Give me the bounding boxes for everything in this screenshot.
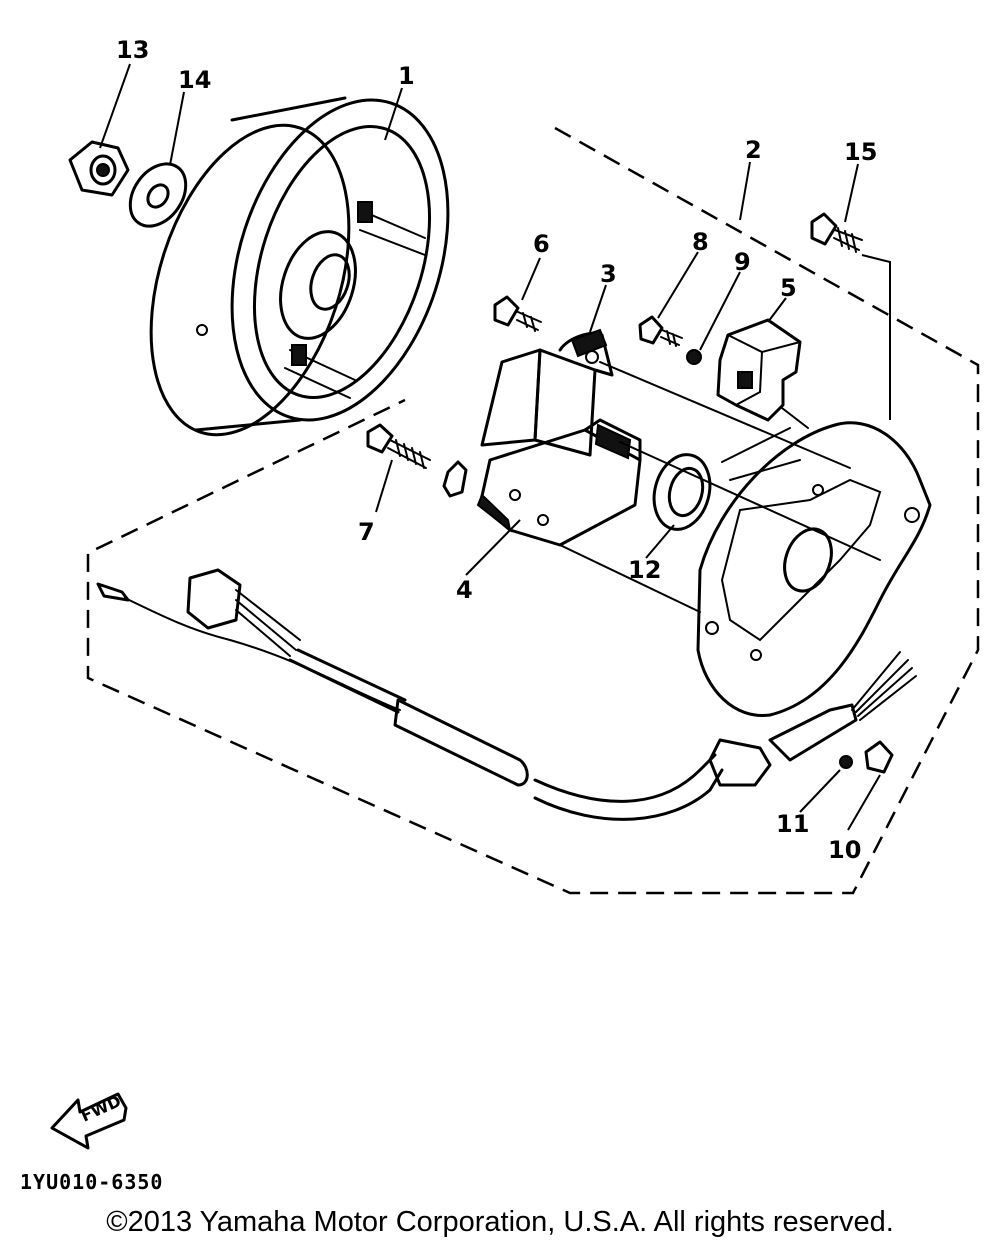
stator-base-plate (696, 421, 932, 718)
callout-3: 3 (600, 260, 617, 288)
clip (442, 460, 468, 498)
oil-seal (652, 453, 712, 531)
callout-5: 5 (780, 274, 797, 302)
callout-6: 6 (533, 230, 550, 258)
callout-15: 15 (844, 138, 877, 166)
wire-harness (96, 568, 917, 821)
screw-7 (366, 423, 431, 469)
callout-9: 9 (734, 248, 751, 276)
callout-8: 8 (692, 228, 709, 256)
leader-lines (99, 63, 891, 831)
washer (128, 162, 188, 228)
screw-6 (493, 295, 542, 332)
lock-washer-9 (686, 349, 702, 365)
callout-1: 1 (398, 62, 415, 90)
lighting-coil (476, 418, 642, 547)
nut (68, 140, 130, 197)
screw-10 (864, 740, 894, 774)
callout-14: 14 (178, 66, 211, 94)
screw-15 (810, 212, 863, 253)
callout-labels: 1 2 3 4 5 6 7 8 9 10 11 12 13 14 15 (116, 36, 877, 864)
reference-code: 1YU010-6350 (20, 1170, 164, 1194)
pulser-coil (716, 318, 802, 422)
callout-4: 4 (456, 576, 473, 604)
charge-coil (480, 328, 614, 457)
copyright-notice: ©2013 Yamaha Motor Corporation, U.S.A. A… (106, 1206, 894, 1238)
callout-2: 2 (745, 136, 762, 164)
callout-10: 10 (828, 836, 861, 864)
fwd-arrow-icon: FWD (50, 1091, 128, 1150)
screw-8 (638, 315, 683, 347)
lock-washer-11 (839, 755, 853, 769)
fwd-label: FWD (78, 1091, 124, 1125)
callout-11: 11 (776, 810, 809, 838)
callout-12: 12 (628, 556, 661, 584)
callout-13: 13 (116, 36, 149, 64)
flywheel-rotor (149, 96, 450, 437)
assembly-boundary (86, 126, 980, 895)
callout-7: 7 (358, 518, 375, 546)
